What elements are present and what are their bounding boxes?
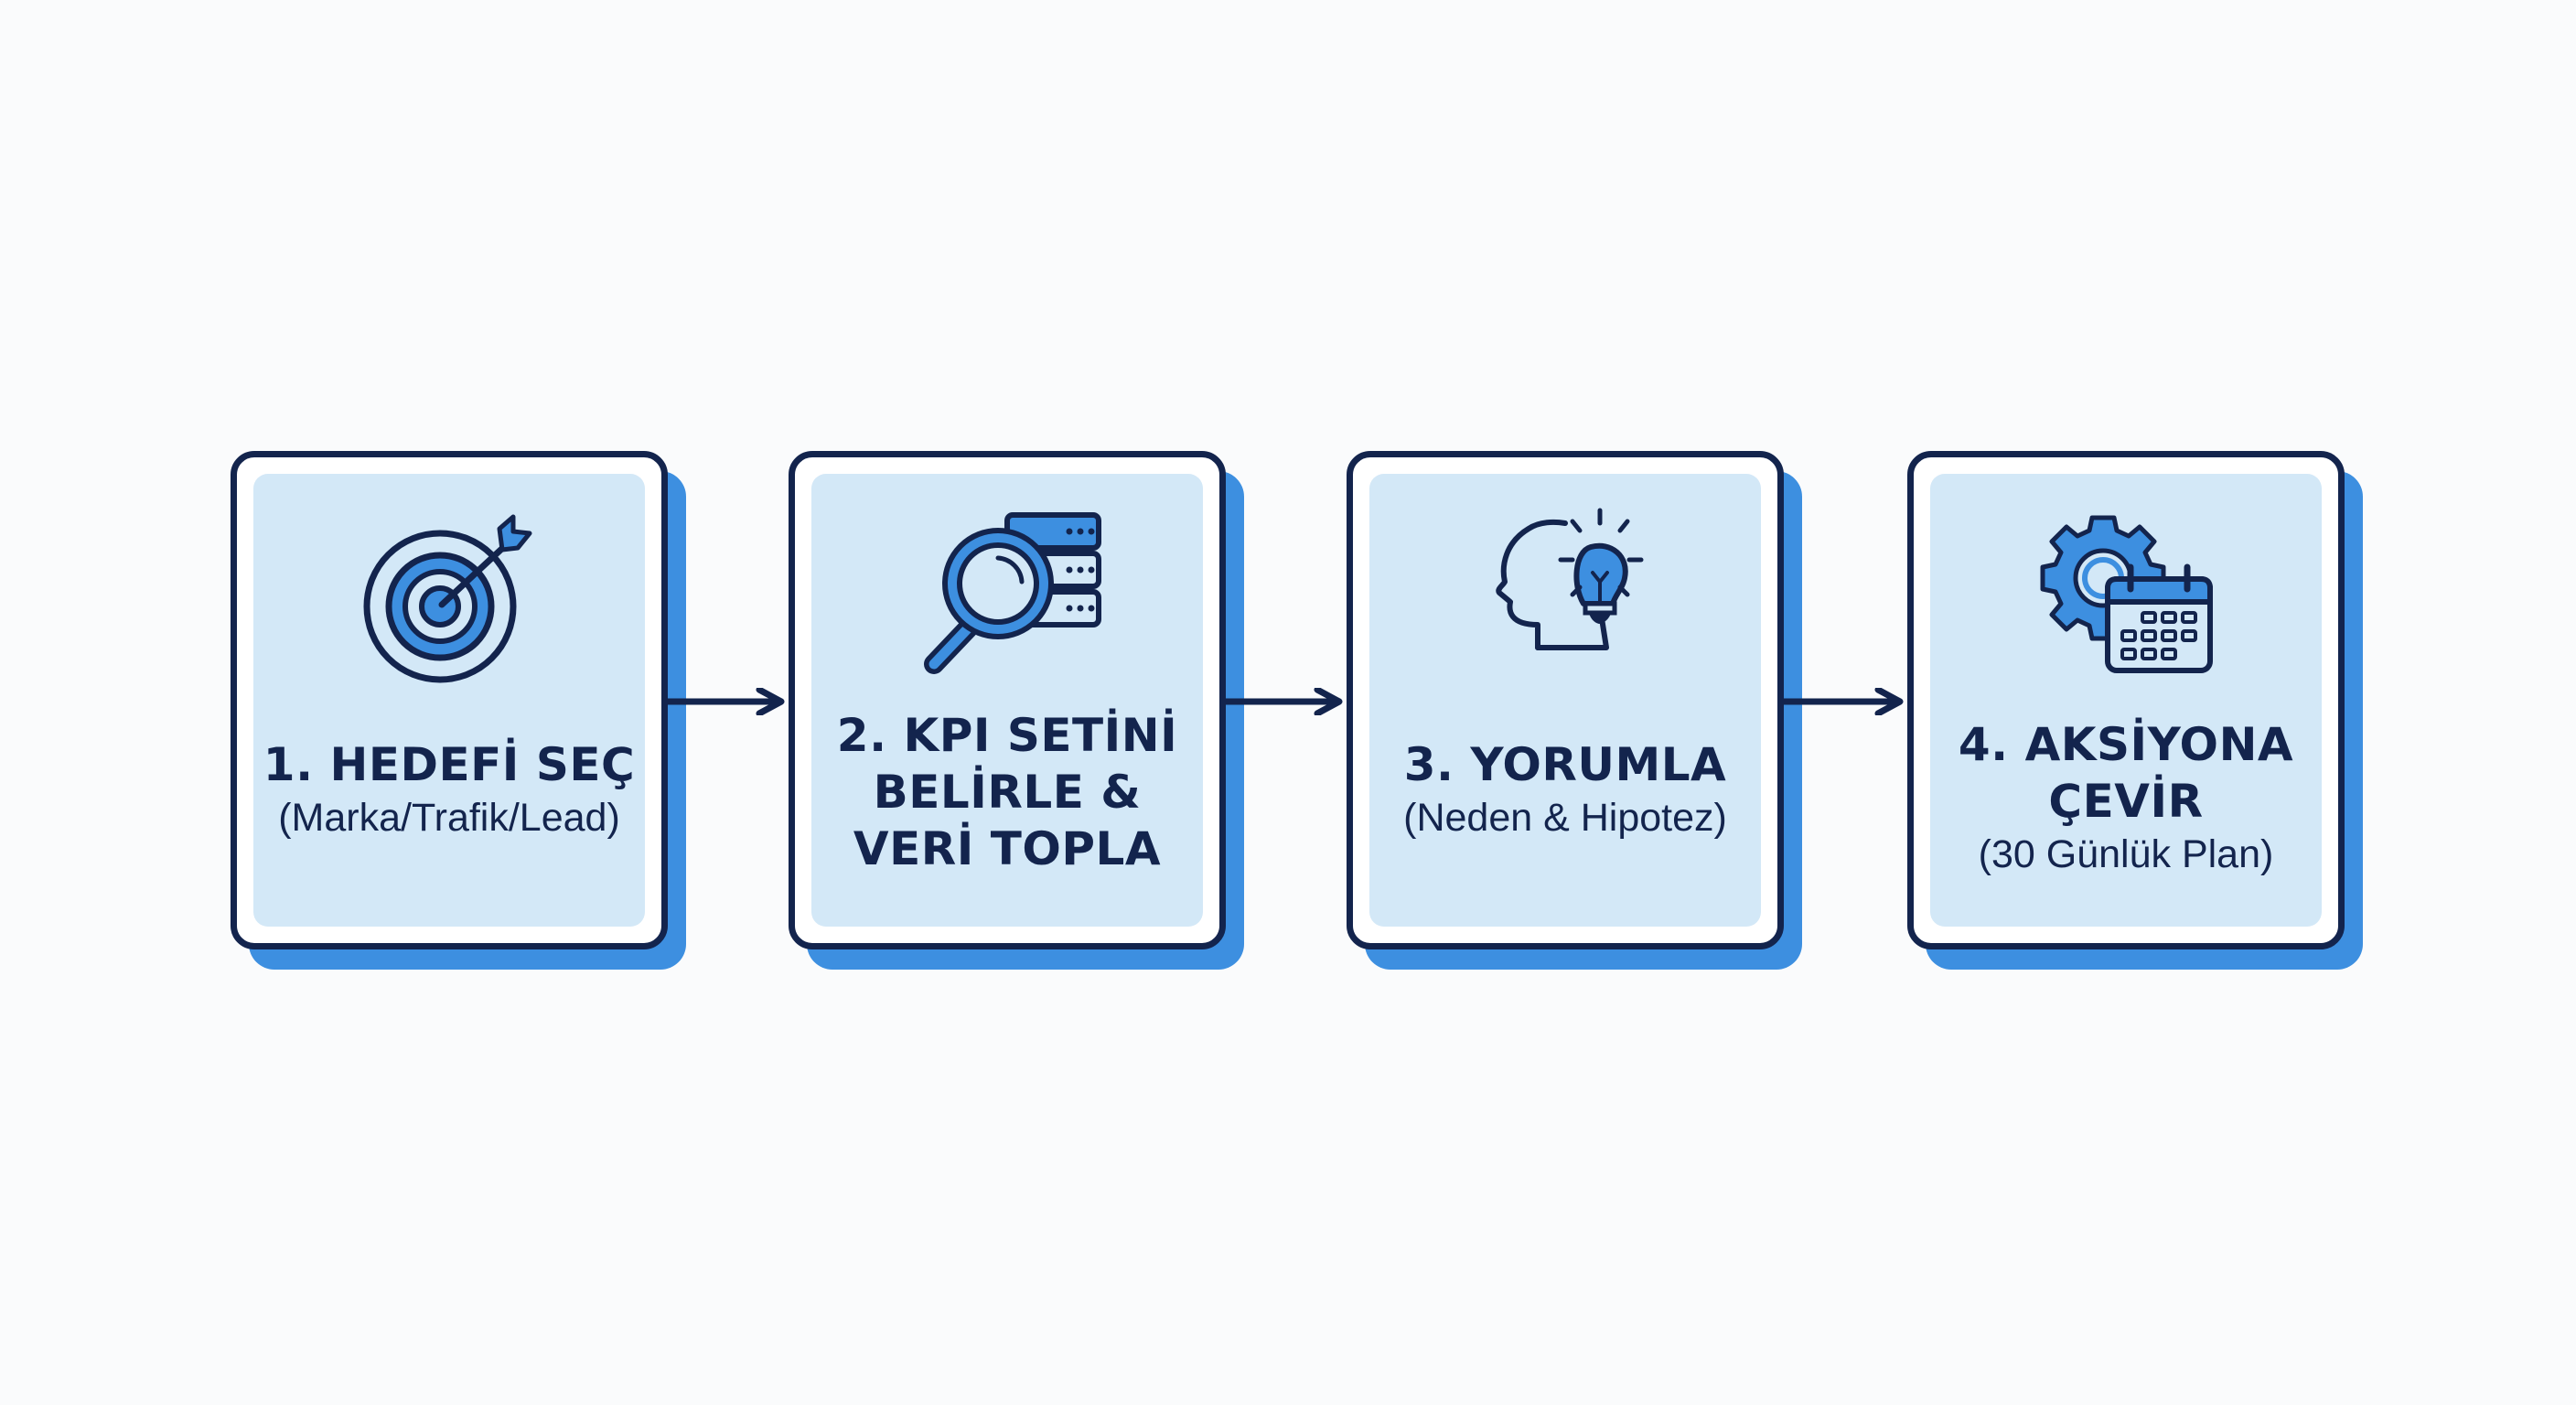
card-inner-fill xyxy=(253,474,645,927)
step-3-title: 3. YORUMLA xyxy=(1403,738,1727,791)
card-inner-fill xyxy=(1369,474,1761,927)
step-2-title-line-2: BELİRLE & xyxy=(873,766,1142,819)
target-arrow-icon xyxy=(363,514,532,683)
arrow-right-icon xyxy=(668,688,785,715)
step-1-card: 1. HEDEFİ SEÇ (Marka/Trafik/Lead) xyxy=(231,451,686,970)
step-4-title-line-1: 4. AKSİYONA xyxy=(1958,718,2294,771)
magnifier-database-icon xyxy=(924,512,1101,674)
gear-calendar-icon xyxy=(2040,515,2213,673)
step-2-title-line-3: VERİ TOPLA xyxy=(853,822,1162,875)
step-2-title-line-1: 2. KPI SETİNİ xyxy=(836,709,1178,762)
step-1-subtitle: (Marka/Trafik/Lead) xyxy=(278,796,620,840)
step-3-card: 3. YORUMLA (Neden & Hipotez) xyxy=(1347,451,1802,970)
step-1-title: 1. HEDEFİ SEÇ xyxy=(263,738,636,791)
step-3-subtitle: (Neden & Hipotez) xyxy=(1403,796,1727,840)
step-2-card: 2. KPI SETİNİ BELİRLE & VERİ TOPLA xyxy=(789,451,1244,970)
arrow-right-icon xyxy=(1784,688,1904,715)
step-4-title-line-2: ÇEVİR xyxy=(2048,775,2204,828)
head-lightbulb-icon xyxy=(1496,508,1644,650)
arrow-right-icon xyxy=(1226,688,1343,715)
card-frame xyxy=(1907,451,2345,949)
card-frame xyxy=(1347,451,1784,949)
step-4-card: 4. AKSİYONA ÇEVİR (30 Günlük Plan) xyxy=(1907,451,2363,970)
step-4-subtitle: (30 Günlük Plan) xyxy=(1978,832,2274,876)
